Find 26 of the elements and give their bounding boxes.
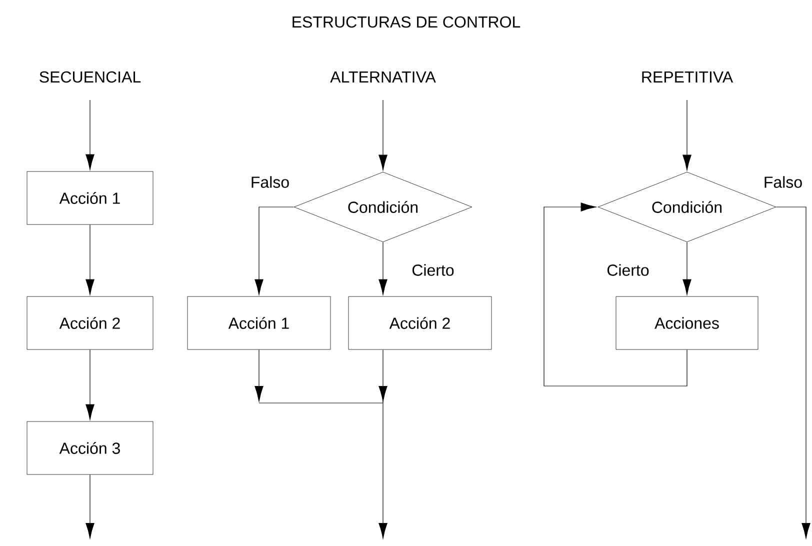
arrow — [544, 202, 688, 386]
arrow — [378, 350, 388, 539]
process-box: Acción 3 — [26, 421, 154, 475]
edge-label: Cierto — [607, 264, 649, 276]
arrow — [86, 349, 94, 420]
arrow — [378, 100, 388, 170]
process-box: Acción 1 — [26, 171, 154, 225]
process-box: Acción 2 — [26, 296, 154, 350]
arrow — [86, 100, 94, 170]
column-heading: REPETITIVA — [642, 72, 734, 82]
arrow — [254, 206, 294, 295]
arrow — [86, 224, 94, 295]
edge-label: Cierto — [412, 264, 454, 276]
title: ESTRUCTURAS DE CONTROL — [292, 16, 520, 28]
arrow — [254, 349, 264, 402]
column-heading: SECUENCIAL — [40, 71, 141, 83]
column-heading: ALTERNATIVA — [330, 72, 436, 82]
edge-label: Falso — [252, 176, 289, 188]
process-box: Acciones — [616, 296, 758, 350]
arrow — [682, 100, 692, 170]
arrow — [86, 474, 94, 539]
arrow — [776, 206, 810, 539]
process-box: Acción 1 — [187, 296, 331, 350]
process-box: Acción 2 — [348, 296, 492, 350]
arrow — [682, 242, 692, 295]
arrow — [378, 242, 388, 295]
